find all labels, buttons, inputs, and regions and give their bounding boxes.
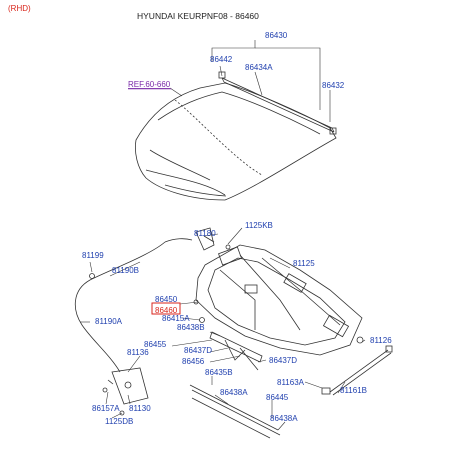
callout-86435b[interactable]: 86435B bbox=[205, 368, 233, 377]
callout-ref[interactable]: REF.60-660 bbox=[128, 80, 171, 89]
callout-81163a[interactable]: 81163A bbox=[277, 378, 305, 387]
callout-1125db[interactable]: 1125DB bbox=[105, 417, 133, 426]
callout-86434a[interactable]: 86434A bbox=[245, 63, 273, 72]
weatherstrip bbox=[218, 71, 337, 135]
hood-latch bbox=[107, 367, 149, 405]
callout-86460[interactable]: 86460 bbox=[155, 306, 178, 315]
callout-86450[interactable]: 86450 bbox=[155, 295, 178, 304]
bolt-1125db bbox=[119, 410, 125, 416]
callout-1125kb[interactable]: 1125KB bbox=[245, 221, 273, 230]
hood-inner-frame bbox=[195, 244, 363, 356]
callout-81190a[interactable]: 81190A bbox=[95, 317, 123, 326]
bolt-86157a bbox=[102, 387, 108, 393]
hood-stay bbox=[321, 345, 393, 396]
callout-81125[interactable]: 81125 bbox=[293, 259, 315, 268]
callout-86445[interactable]: 86445 bbox=[266, 393, 289, 402]
callout-86442[interactable]: 86442 bbox=[210, 55, 233, 64]
leader-lines bbox=[80, 40, 366, 431]
callout-81180[interactable]: 81180 bbox=[194, 229, 216, 238]
callout-81199[interactable]: 81199 bbox=[82, 251, 104, 260]
diagram-title: HYUNDAI KEURPNF08 - 86460 bbox=[137, 11, 259, 21]
callout-86437d_a[interactable]: 86437D bbox=[184, 346, 212, 355]
grommet-81199 bbox=[89, 273, 95, 279]
hood-hinges bbox=[209, 331, 263, 371]
callout-86456[interactable]: 86456 bbox=[182, 357, 205, 366]
bumper-86415a bbox=[199, 317, 205, 323]
bracket-81126 bbox=[356, 336, 364, 344]
bolt-1125kb bbox=[225, 244, 231, 250]
callout-81161b[interactable]: 81161B bbox=[340, 386, 367, 395]
release-handle bbox=[195, 227, 215, 251]
callout-86438a_a[interactable]: 86438A bbox=[220, 388, 248, 397]
callout-86455[interactable]: 86455 bbox=[144, 340, 167, 349]
callout-81126[interactable]: 81126 bbox=[370, 336, 392, 345]
callout-labels: 86430 86442 86434A 86432 REF.60-660 81180 1125… bbox=[82, 31, 392, 426]
release-cable bbox=[74, 238, 193, 373]
cowl-seal bbox=[189, 384, 281, 439]
callout-86432[interactable]: 86432 bbox=[322, 81, 345, 90]
callout-86438a_b[interactable]: 86438A bbox=[270, 414, 298, 423]
hood-panel bbox=[135, 82, 337, 201]
callout-86415a[interactable]: 86415A bbox=[162, 314, 190, 323]
selected-part-highlight bbox=[151, 302, 181, 315]
callout-86430[interactable]: 86430 bbox=[265, 31, 288, 40]
callout-86157a[interactable]: 86157A bbox=[92, 404, 120, 413]
callout-86437d_b[interactable]: 86437D bbox=[269, 356, 297, 365]
callout-86438b[interactable]: 86438B bbox=[177, 323, 205, 332]
callout-81130[interactable]: 81130 bbox=[129, 404, 151, 413]
callout-81190b[interactable]: 81190B bbox=[112, 266, 139, 275]
variant-label: (RHD) bbox=[8, 4, 31, 13]
callout-81136[interactable]: 81136 bbox=[127, 348, 149, 357]
